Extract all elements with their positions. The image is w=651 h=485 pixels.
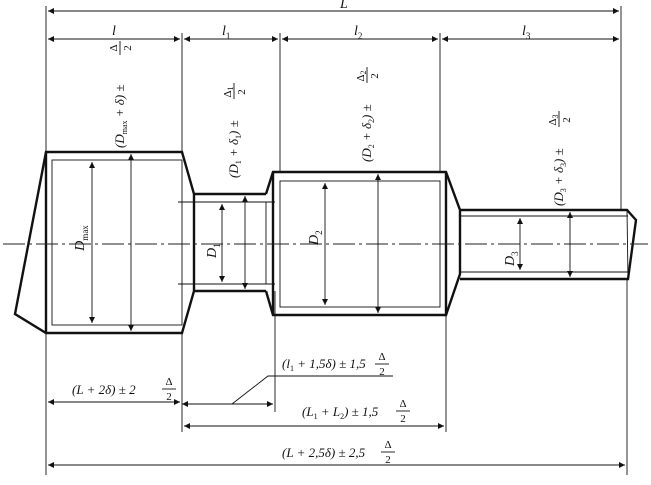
shaft-outline (3, 150, 648, 335)
svg-text:(L + 2δ) ± 2: (L + 2δ) ± 2 (72, 382, 136, 397)
dim-L2d-label: (L + 2δ) ± 2 Δ 2 (72, 376, 176, 403)
svg-text:2: 2 (561, 117, 573, 123)
svg-text:2: 2 (379, 366, 385, 378)
dim-l1-tol-leader (231, 375, 393, 405)
svg-text:(D3 + δ3) ±: (D3 + δ3) ± (551, 148, 568, 206)
dim-dmax-tol-label: (Dmax + δ) ± Δ 2 (108, 41, 134, 148)
svg-text:(Dmax + δ) ±: (Dmax + δ) ± (112, 84, 129, 148)
dim-L-label: L (339, 0, 348, 12)
svg-text:2: 2 (400, 413, 406, 425)
svg-text:Δ: Δ (384, 439, 391, 451)
dim-d1-tol-label: (D1 + δ1) ± Δ1 2 (222, 83, 248, 178)
svg-text:(l1 + 1,5δ) ± 1,5: (l1 + 1,5δ) ± 1,5 (282, 356, 366, 373)
svg-text:(L + 2,5δ) ± 2,5: (L + 2,5δ) ± 2,5 (282, 445, 366, 460)
svg-text:2: 2 (369, 73, 381, 79)
svg-text:Δ: Δ (108, 44, 120, 51)
svg-text:(D1 + δ1) ±: (D1 + δ1) ± (226, 120, 243, 178)
section-dmax-blank (51, 159, 183, 326)
dim-l2-label: l2 (354, 24, 362, 41)
dim-d2-label: D2 (307, 230, 324, 246)
section-d3-outline (460, 208, 638, 281)
svg-text:(L1 + L2) ± 1,5: (L1 + L2) ± 1,5 (302, 404, 379, 421)
svg-text:Δ: Δ (399, 398, 406, 410)
dim-l1-label: l1 (222, 24, 230, 41)
svg-text:Δ: Δ (378, 351, 385, 363)
svg-text:(D2 + δ2) ±: (D2 + δ2) ± (359, 104, 376, 162)
svg-text:Δ1: Δ1 (222, 86, 235, 97)
section-d2-outline (264, 170, 462, 317)
svg-text:Δ: Δ (165, 376, 172, 388)
svg-text:2: 2 (385, 454, 391, 466)
section-d3-tip (626, 209, 629, 280)
dim-d3-label: D3 (503, 251, 520, 267)
svg-text:Δ2: Δ2 (355, 70, 368, 81)
dim-l3-label: l3 (522, 24, 531, 41)
dim-l-label: l (112, 24, 116, 39)
dim-d2-tol-label: (D2 + δ2) ± Δ2 2 (355, 67, 381, 162)
section-dmax-outline (13, 150, 196, 335)
dim-d3-tol-label: (D3 + δ3) ± Δ3 2 (547, 111, 573, 206)
svg-text:2: 2 (122, 45, 134, 51)
dim-dmax-label: Dmax (73, 225, 90, 252)
dim-L25d-label: (L + 2,5δ) ± 2,5 Δ 2 (282, 439, 395, 466)
svg-text:2: 2 (236, 89, 248, 95)
svg-text:2: 2 (166, 391, 172, 403)
dim-d1-label: D1 (205, 243, 222, 259)
dim-L1L2-label: (L1 + L2) ± 1,5 Δ 2 (302, 398, 410, 425)
extension-lines (45, 6, 628, 475)
svg-text:Δ3: Δ3 (547, 114, 560, 125)
dim-l1-tol-label: (l1 + 1,5δ) ± 1,5 Δ 2 (282, 351, 389, 378)
